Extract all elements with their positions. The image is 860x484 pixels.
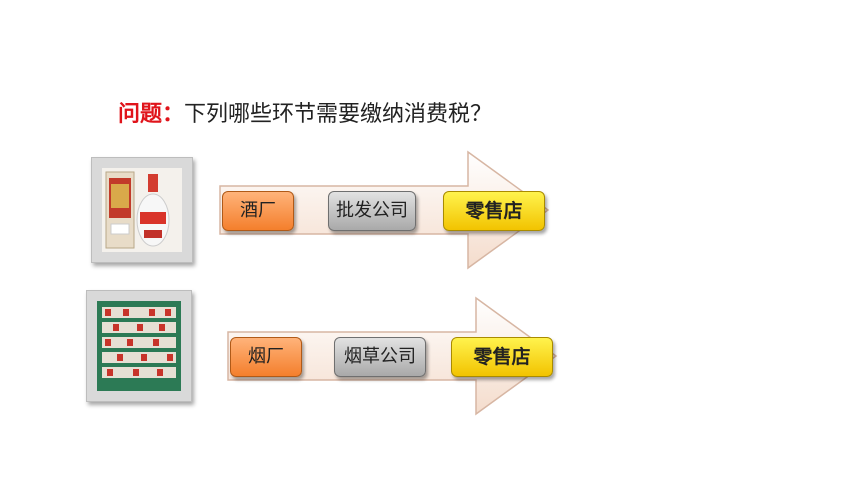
stage-box-retail: 零售店 [443, 191, 545, 231]
question-text: 下列哪些环节需要缴纳消费税？ [184, 102, 493, 127]
tobacco-photo [86, 290, 192, 402]
stage-label: 零售店 [473, 346, 531, 368]
stage-box-tobacco-company: 烟草公司 [334, 337, 426, 377]
liquor-flow: 酒厂 批发公司 零售店 [218, 150, 550, 270]
stage-label: 零售店 [465, 200, 523, 222]
stage-label: 酒厂 [240, 200, 276, 221]
stage-box-liquor-factory: 酒厂 [222, 191, 294, 231]
tobacco-flow: 烟厂 烟草公司 零售店 [226, 296, 558, 416]
question-heading: 问题：下列哪些环节需要缴纳消费税？ [118, 100, 492, 130]
stage-box-wholesale: 批发公司 [328, 191, 416, 231]
stage-label: 烟草公司 [344, 346, 416, 367]
stage-box-tobacco-factory: 烟厂 [230, 337, 302, 377]
liquor-photo [91, 157, 193, 263]
stage-label: 批发公司 [336, 200, 408, 221]
stage-label: 烟厂 [248, 346, 284, 367]
liquor-bottles-image [102, 168, 182, 252]
stage-box-retail: 零售店 [451, 337, 553, 377]
question-label: 问题： [118, 102, 185, 127]
cigarette-shelf-image [97, 301, 181, 391]
